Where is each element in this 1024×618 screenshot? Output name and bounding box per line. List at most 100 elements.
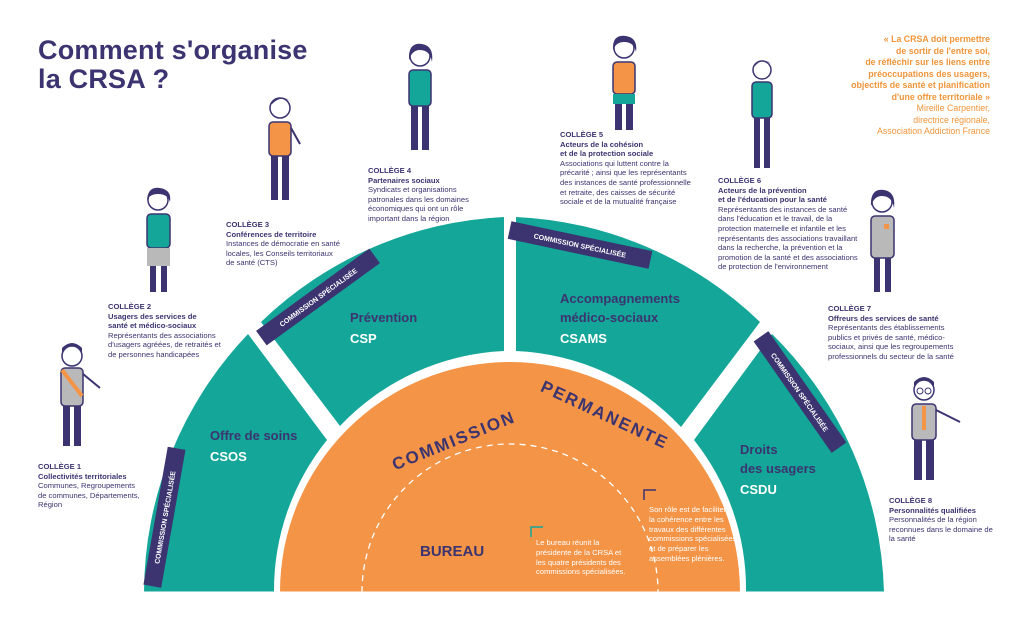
commission-csdu-name-1: Droits	[740, 442, 778, 457]
sector-csams	[516, 217, 760, 427]
college-desc-line: Représentants des associations	[108, 330, 216, 340]
college-6: COLLÈGE 6 Acteurs de la prévention et de…	[718, 176, 868, 272]
college-desc-line: publics et privés de santé, médico-	[828, 332, 945, 342]
sector-csdu	[694, 334, 884, 592]
college-number: COLLÈGE 6	[718, 176, 762, 185]
quote-author-org: Association Addiction France	[877, 126, 990, 136]
quote-text: « La CRSA doit permettre de sortir de l'…	[790, 34, 990, 103]
person-illustration-college-4	[408, 43, 433, 150]
quote-line: « La CRSA doit permettre	[883, 34, 990, 44]
college-name: et de l'éducation pour la santé	[718, 195, 827, 205]
page-title: Comment s'organise la CRSA ?	[38, 36, 308, 94]
person-illustration-college-6	[751, 60, 773, 168]
college-desc-line: locales, les Conseils territoriaux	[226, 248, 333, 258]
role-note-line: commissions spécialisées	[649, 534, 737, 544]
role-note-line: la cohérence entre les	[649, 514, 724, 524]
college-2: COLLÈGE 2 Usagers des services de santé …	[108, 302, 238, 360]
college-desc-line: reconnues dans le domaine de	[889, 524, 993, 534]
bureau-dashed-arc	[361, 443, 659, 593]
college-name: Usagers des services de	[108, 311, 197, 321]
title-line-1: Comment s'organise	[38, 35, 308, 65]
quote-line: de réfléchir sur les liens entre	[865, 57, 990, 67]
person-illustration-college-8	[911, 377, 961, 480]
college-desc-line: patronales dans les domaines	[368, 194, 469, 204]
college-name: Personnalités qualifiées	[889, 505, 976, 515]
college-number: COLLÈGE 7	[828, 304, 872, 313]
college-number: COLLÈGE 3	[226, 220, 270, 229]
college-number: COLLÈGE 2	[108, 302, 152, 311]
commission-csams-abbr: CSAMS	[560, 331, 607, 346]
college-desc-line: de personnes handicapées	[108, 349, 200, 359]
college-name: Conférences de territoire	[226, 229, 317, 239]
sector-csos	[144, 334, 327, 592]
college-desc-line: économiques qui ont un rôle	[368, 204, 464, 214]
quote-author: Mireille Carpentier,	[916, 103, 990, 113]
person-illustration-college-7	[870, 189, 895, 292]
college-desc-line: Représentants des instances de santé	[718, 204, 848, 214]
college-desc-line: protection maternelle et infantile et le…	[718, 223, 846, 233]
role-note-line: travaux des différentes	[649, 524, 726, 534]
person-illustration-college-1	[60, 343, 101, 446]
college-desc-line: la santé	[889, 534, 916, 544]
college-desc-line: dans la recherche, la prévention et la	[718, 243, 843, 253]
bureau-note-marker	[530, 526, 543, 537]
quote-line: d'une offre territoriale »	[891, 91, 990, 102]
college-7: COLLÈGE 7 Offreurs des services de santé…	[828, 304, 978, 362]
bureau-note-line: présidente de la CRSA et	[536, 547, 622, 557]
college-3: COLLÈGE 3 Conférences de territoire Inst…	[226, 220, 356, 268]
college-1: COLLÈGE 1 Collectivités territoriales Co…	[38, 462, 158, 510]
college-desc-line: des instances de santé professionnelle	[560, 177, 691, 187]
bureau-label: BUREAU	[420, 543, 484, 560]
role-note-line: Son rôle est de faciliter	[649, 505, 727, 514]
quote-line: objectifs de santé et planification	[851, 80, 990, 90]
person-illustration-college-5	[612, 35, 637, 130]
role-note-line: assemblées plénières.	[649, 553, 725, 563]
commission-csams-name-1: Accompagnements	[560, 291, 680, 306]
commission-csams-name-2: médico-sociaux	[560, 310, 659, 325]
college-number: COLLÈGE 1	[38, 462, 82, 471]
title-line-2: la CRSA ?	[38, 64, 170, 94]
role-note-marker	[643, 489, 656, 500]
bureau-note-line: Le bureau réunit la	[536, 538, 600, 547]
college-number: COLLÈGE 8	[889, 496, 933, 505]
role-note: Son rôle est de faciliter la cohérence e…	[649, 505, 736, 564]
college-name: Collectivités territoriales	[38, 471, 127, 481]
college-desc-line: Instances de démocratie en santé	[226, 239, 340, 249]
college-desc-line: Personnalités de la région	[889, 515, 977, 525]
college-name: Acteurs de la cohésion	[560, 139, 644, 149]
college-desc-line: d'usagers agréées, de retraités et	[108, 340, 221, 350]
role-note-line: et de préparer les	[649, 544, 709, 554]
college-desc-line: Syndicats et organisations	[368, 185, 457, 195]
college-desc-line: Associations qui luttent contre la	[560, 158, 669, 168]
college-desc-line: promotion de la santé et des association…	[718, 252, 858, 262]
college-8: COLLÈGE 8 Personnalités qualifiées Perso…	[889, 496, 1009, 544]
person-illustration-college-2	[146, 187, 171, 292]
sector-csp	[261, 217, 504, 426]
commission-csos-name: Offre de soins	[210, 428, 297, 443]
college-desc-line: sociaux, ainsi que les regroupements	[828, 342, 954, 352]
commission-csdu-abbr: CSDU	[740, 482, 777, 497]
college-desc-line: de santé (CTS)	[226, 258, 278, 268]
quote-line: préoccupations des usagers,	[868, 68, 990, 79]
college-desc-line: représentants des associations travailla…	[718, 233, 858, 243]
college-desc-line: Représentants des établissements	[828, 323, 945, 333]
quote-author-role: directrice régionale,	[913, 114, 990, 125]
college-desc-line: Région	[38, 500, 63, 510]
commission-csp-name: Prévention	[350, 310, 417, 325]
college-desc-line: professionnels du secteur de la santé	[828, 351, 954, 361]
college-name: santé et médico-sociaux	[108, 321, 197, 331]
person-illustration-college-3	[268, 97, 301, 200]
college-name: Partenaires sociaux	[368, 175, 440, 185]
college-desc-line: dans l'éducation et le travail, de la	[718, 214, 833, 224]
college-4: COLLÈGE 4 Partenaires sociaux Syndicats …	[368, 166, 488, 224]
quote-line: de sortir de l'entre soi,	[896, 45, 990, 56]
commission-csos-abbr: CSOS	[210, 449, 247, 464]
college-number: COLLÈGE 4	[368, 166, 412, 175]
quote-block: « La CRSA doit permettre de sortir de l'…	[790, 34, 990, 138]
college-number: COLLÈGE 5	[560, 130, 604, 139]
college-5: COLLÈGE 5 Acteurs de la cohésion et de l…	[560, 130, 700, 207]
bureau-note-line: commissions spécialisées.	[536, 567, 626, 577]
college-desc-line: précarité ; ainsi que les représentants	[560, 168, 687, 178]
college-desc-line: sociale et de la mutualité française	[560, 197, 677, 207]
